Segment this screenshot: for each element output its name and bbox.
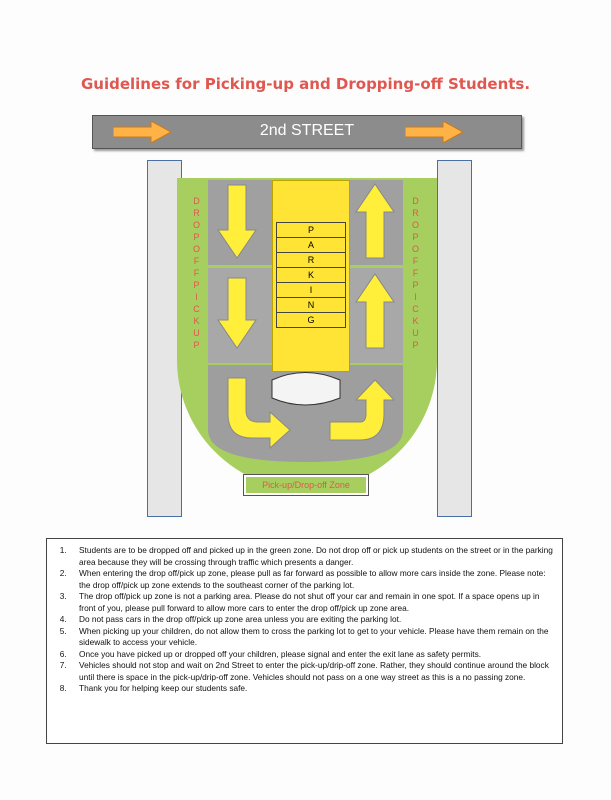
zone-sign: Pick-up/Drop-off Zone [243,474,369,496]
arrow-turn-up-icon [329,379,396,441]
rule-item: Students are to be dropped off and picke… [69,545,554,568]
street-label: 2nd STREET [259,122,355,139]
rule-item: Vehicles should not stop and wait on 2nd… [69,660,554,683]
parking-letter: K [276,267,346,283]
rule-item: Once you have picked up or dropped off y… [69,649,554,661]
rule-item: When picking up your children, do not al… [69,626,554,649]
arrow-down-icon [217,184,257,259]
street-banner: 2nd STREET [92,115,522,149]
parking-letters: P A R K I N G [276,222,346,328]
parking-letter: A [276,237,346,253]
right-zone-label: D R O P O F F P I C K U P [411,196,420,350]
rule-item: Do not pass cars in the drop off/pick up… [69,614,554,626]
arrow-right-icon [113,121,171,143]
arrow-turn-right-icon [227,377,291,450]
island [271,372,341,406]
page-title: Guidelines for Picking-up and Dropping-o… [80,75,531,93]
parking-letter: G [276,312,346,328]
left-zone-label: D R O P O F F P I C K U P [192,196,201,350]
arrow-up-icon [355,183,395,259]
arrow-right-icon [405,121,463,143]
left-sidewalk [147,160,182,517]
rule-item: The drop off/pick up zone is not a parki… [69,591,554,614]
parking-letter: N [276,297,346,313]
rule-item: Thank you for helping keep our students … [69,683,554,695]
rules-box: Students are to be dropped off and picke… [46,538,563,744]
rules-list: Students are to be dropped off and picke… [69,545,554,695]
parking-letter: P [276,222,346,238]
zone-sign-label: Pick-up/Drop-off Zone [246,477,366,493]
rule-item: When entering the drop off/pick up zone,… [69,568,554,591]
arrow-down-icon [217,277,257,349]
arrow-up-icon [355,273,395,349]
parking-letter: I [276,282,346,298]
right-sidewalk [437,160,472,517]
